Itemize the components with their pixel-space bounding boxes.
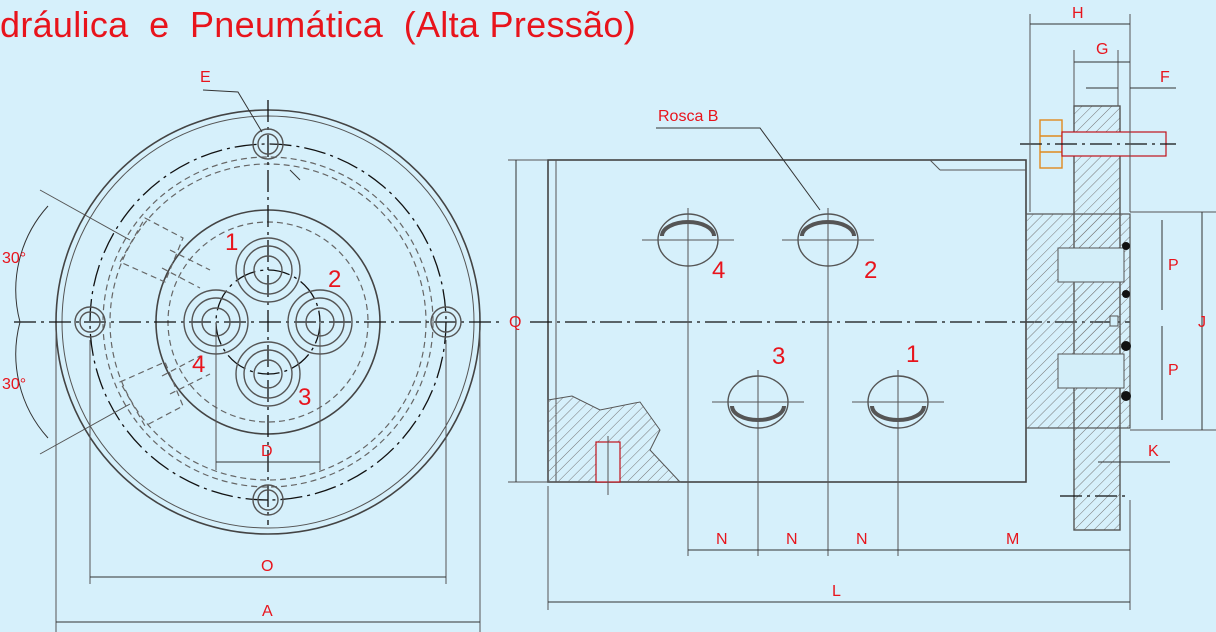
dim-P-upper-label: P <box>1168 257 1179 274</box>
dim-E-label: E <box>200 69 211 86</box>
side-port-1: 1 <box>906 341 919 368</box>
dim-M-label: M <box>1006 531 1019 548</box>
dim-F-label: F <box>1160 69 1170 86</box>
bolt-hole-right <box>430 306 462 338</box>
front-view: 30° 30° E 1 2 3 4 D O A <box>2 69 500 632</box>
dim-K-label: K <box>1148 443 1159 460</box>
front-port-1: 1 <box>225 229 238 256</box>
dim-G-label: G <box>1096 41 1108 58</box>
front-port-4: 4 <box>192 351 205 378</box>
dim-J-label: J <box>1198 314 1206 331</box>
dim-N3-label: N <box>856 531 868 548</box>
dim-H-label: H <box>1072 5 1084 22</box>
side-fitting-lower <box>119 355 211 427</box>
bolt-hole-top <box>252 128 284 160</box>
bolt-hole-left <box>74 306 106 338</box>
inner-dashed-ring <box>102 156 434 488</box>
side-port-3: 3 <box>772 343 785 370</box>
dim-O-label: O <box>261 558 273 575</box>
dim-D-label: D <box>261 443 273 460</box>
side-fitting-upper <box>119 217 211 289</box>
bolt-hole-bottom <box>252 484 284 516</box>
dim-N2-label: N <box>786 531 798 548</box>
dim-L-label: L <box>832 583 841 600</box>
side-view: 4 2 3 1 Rosca B Q H <box>508 5 1216 610</box>
dim-A-label: A <box>262 603 273 620</box>
angle-top-label: 30° <box>2 250 26 267</box>
side-port-2: 2 <box>864 257 877 284</box>
rosca-b-label: Rosca B <box>658 108 718 125</box>
angle-bottom-label: 30° <box>2 376 26 393</box>
side-port-4: 4 <box>712 257 725 284</box>
front-port-3: 3 <box>298 384 311 411</box>
dim-Q-label: Q <box>509 314 521 331</box>
front-port-2: 2 <box>328 266 341 293</box>
dim-N1-label: N <box>716 531 728 548</box>
dim-P-lower-label: P <box>1168 362 1179 379</box>
page-title: dráulica e Pneumática (Alta Pressão) <box>0 4 636 45</box>
